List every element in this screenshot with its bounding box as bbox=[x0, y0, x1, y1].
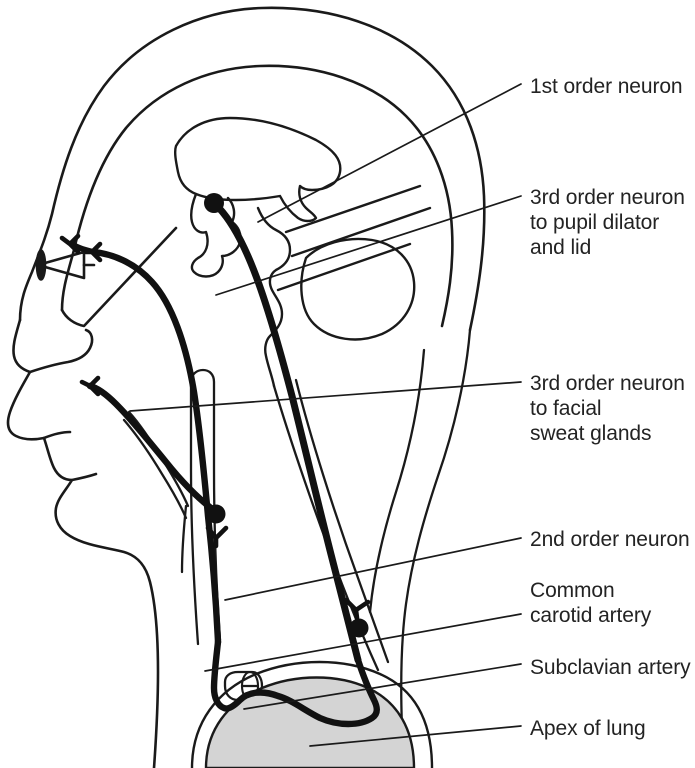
apex-of-lung-fill bbox=[204, 676, 416, 768]
stellate-branch-fork bbox=[343, 597, 371, 621]
label-common-carotid-artery: Common carotid artery bbox=[530, 579, 652, 627]
brain-group bbox=[173, 116, 432, 388]
lung-group bbox=[190, 660, 434, 768]
stellate-ganglion-dot bbox=[349, 618, 369, 638]
corpus-callosum bbox=[173, 116, 342, 223]
first-order-neuron-line bbox=[215, 204, 362, 664]
clivus-line bbox=[276, 242, 412, 292]
second-order-neuron-path bbox=[210, 638, 380, 728]
leader-second-order-neuron bbox=[224, 537, 522, 601]
hypothalamic-origin-dot bbox=[204, 193, 224, 213]
tentorium-line bbox=[284, 184, 422, 234]
arrowhead-terminals bbox=[59, 233, 371, 621]
mouth-line bbox=[70, 472, 98, 482]
pupil-terminal-arrow bbox=[83, 241, 103, 263]
lid-terminal-arrow bbox=[59, 233, 81, 255]
eye-group bbox=[35, 249, 96, 281]
first-order-neuron-path bbox=[215, 204, 362, 664]
neck-posterior-contour bbox=[400, 328, 472, 768]
internal-carotid-ascending-wall bbox=[294, 378, 390, 664]
leader-third-order-sweat bbox=[129, 381, 522, 412]
leader-third-order-pupil bbox=[215, 195, 522, 296]
leader-first-order-neuron bbox=[257, 83, 522, 223]
skull-base-line bbox=[60, 226, 178, 328]
label-second-order-neuron: 2nd order neuron bbox=[530, 528, 690, 551]
common-carotid-artery-wall bbox=[189, 380, 200, 646]
label-subclavian-artery: Subclavian artery bbox=[530, 656, 691, 679]
carotid-trunk-lower bbox=[180, 504, 188, 574]
label-third-order-neuron-sweat: 3rd order neuron to facial sweat glands bbox=[530, 372, 685, 445]
external-carotid-branch-wall bbox=[122, 418, 188, 520]
leader-subclavian-artery bbox=[243, 663, 522, 710]
tentorium-line-lower bbox=[290, 206, 432, 258]
scg-branch-fork bbox=[205, 525, 229, 549]
sweat-gland-terminal-arrow bbox=[79, 375, 101, 397]
nose-outline bbox=[28, 328, 94, 374]
eye-lens bbox=[35, 249, 47, 281]
leader-lines bbox=[129, 83, 522, 747]
third-order-neuron-sweat-line bbox=[86, 382, 215, 512]
label-third-order-neuron-pupil: 3rd order neuron to pupil dilator and li… bbox=[530, 186, 685, 259]
leader-apex-of-lung bbox=[309, 725, 522, 747]
subclavian-artery bbox=[223, 670, 264, 702]
third-order-neuron-pupil-path bbox=[69, 241, 222, 646]
label-first-order-neuron: 1st order neuron bbox=[530, 75, 683, 98]
skull-inner-table bbox=[60, 64, 454, 328]
superior-cervical-ganglion-dot bbox=[206, 504, 226, 524]
second-order-neuron-line bbox=[210, 638, 380, 728]
cerebellum bbox=[300, 237, 416, 341]
scalp-outline bbox=[18, 6, 486, 332]
leader-common-carotid bbox=[204, 613, 522, 672]
neck-anterior-soft-tissue bbox=[368, 348, 426, 614]
skull-group bbox=[18, 6, 486, 332]
upper-lip-line bbox=[42, 430, 72, 440]
face-profile-group bbox=[6, 318, 160, 768]
third-order-neuron-pupil-line bbox=[90, 248, 222, 646]
third-order-neuron-sweat-path bbox=[86, 382, 215, 512]
brainstem bbox=[256, 206, 292, 388]
label-apex-of-lung: Apex of lung bbox=[530, 717, 646, 740]
ganglion-dots bbox=[204, 193, 369, 638]
face-profile bbox=[6, 318, 160, 768]
apex-of-lung-pleura bbox=[190, 660, 434, 768]
